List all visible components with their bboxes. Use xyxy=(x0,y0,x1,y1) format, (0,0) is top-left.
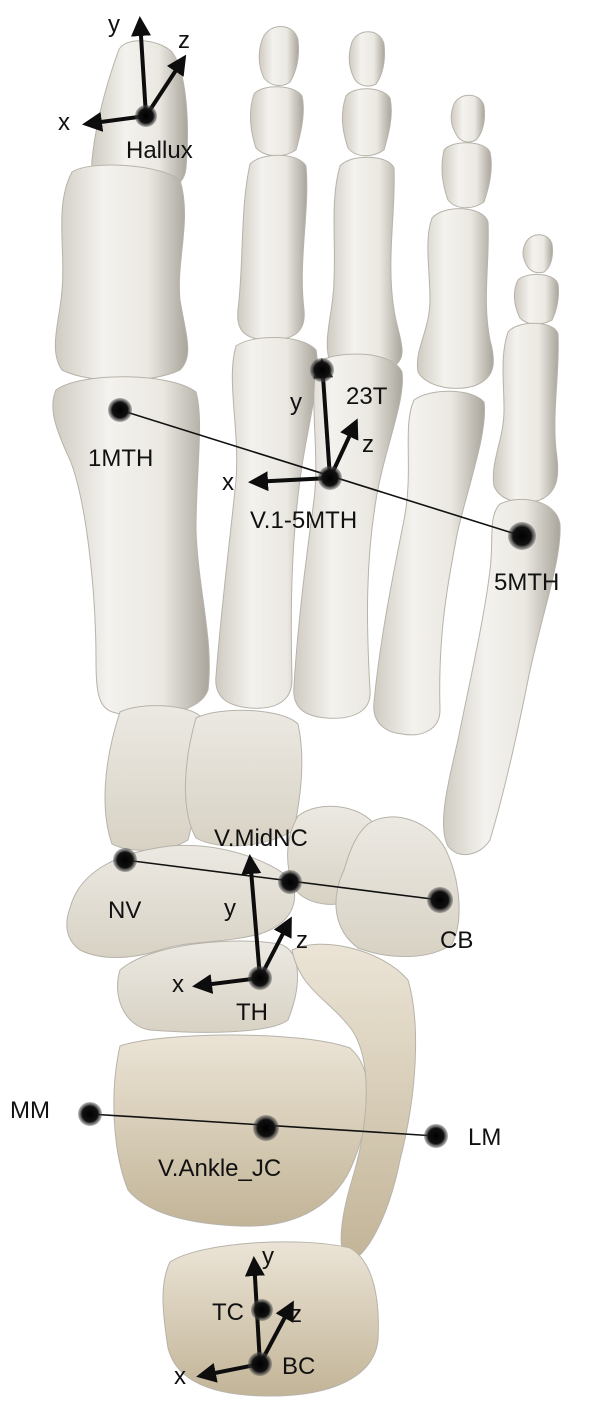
second-toe-distal xyxy=(259,27,298,86)
v15mth-z-label: z xyxy=(362,431,374,458)
fifth-metatarsal xyxy=(443,499,560,854)
fifth-toe-middle xyxy=(514,274,558,324)
fourth-metatarsal xyxy=(374,391,485,735)
fourth-toe-middle xyxy=(442,143,491,208)
label-bc: BC xyxy=(282,1353,315,1380)
bones xyxy=(53,27,560,1397)
marker-bc xyxy=(248,1352,272,1376)
marker-mm xyxy=(78,1102,102,1126)
first-metatarsal xyxy=(53,377,210,715)
label-mm: MM xyxy=(10,1097,50,1124)
marker-23t xyxy=(310,358,334,382)
marker-lm xyxy=(424,1124,448,1148)
v15mth-x-label: x xyxy=(222,469,234,496)
label-1mth: 1MTH xyxy=(88,445,153,472)
second-toe-proximal xyxy=(238,155,307,340)
marker-v15mth xyxy=(318,466,342,490)
fifth-toe-proximal xyxy=(493,323,558,502)
th-x-label: x xyxy=(172,971,184,998)
hallux-z-label: z xyxy=(178,27,190,54)
marker-vankle xyxy=(253,1115,279,1141)
third-toe-proximal xyxy=(327,157,402,371)
v15mth-y-label: y xyxy=(290,389,302,416)
label-th: TH xyxy=(236,999,268,1026)
label-5mth: 5MTH xyxy=(494,569,559,596)
marker-cb xyxy=(427,887,453,913)
th-y-label: y xyxy=(224,895,236,922)
marker-5mth xyxy=(508,522,536,550)
label-cb: CB xyxy=(440,927,473,954)
th-z-label: z xyxy=(296,927,308,954)
marker-tc xyxy=(251,1299,273,1321)
second-toe-middle xyxy=(250,87,303,156)
label-hallux: Hallux xyxy=(126,137,193,164)
marker-th xyxy=(248,966,272,990)
bc-x-label: x xyxy=(174,1363,186,1390)
marker-vmidnc xyxy=(278,870,302,894)
label-vmidnc: V.MidNC xyxy=(214,825,308,852)
label-lm: LM xyxy=(468,1124,501,1151)
navicular xyxy=(67,845,295,957)
label-23t: 23T xyxy=(346,383,388,410)
marker-1mth xyxy=(108,398,132,422)
label-nv: NV xyxy=(108,897,141,924)
talus-body xyxy=(114,1035,368,1226)
third-toe-distal xyxy=(349,32,384,86)
bc-z-label: z xyxy=(290,1301,302,1328)
fifth-toe-distal xyxy=(523,235,553,273)
hallux-x-label: x xyxy=(58,109,70,136)
marker-hallux xyxy=(135,105,157,127)
hallux-y-label: y xyxy=(108,11,120,38)
fourth-toe-distal xyxy=(451,95,484,142)
label-v15mth: V.1-5MTH xyxy=(250,507,357,534)
label-tc: TC xyxy=(212,1299,244,1326)
bc-y-label: y xyxy=(262,1243,274,1270)
hallux-proximal-phalanx xyxy=(55,165,187,380)
marker-nv xyxy=(113,848,137,872)
fourth-toe-proximal xyxy=(417,209,493,389)
third-toe-middle xyxy=(342,89,391,156)
label-vankle: V.Ankle_JC xyxy=(158,1155,281,1182)
